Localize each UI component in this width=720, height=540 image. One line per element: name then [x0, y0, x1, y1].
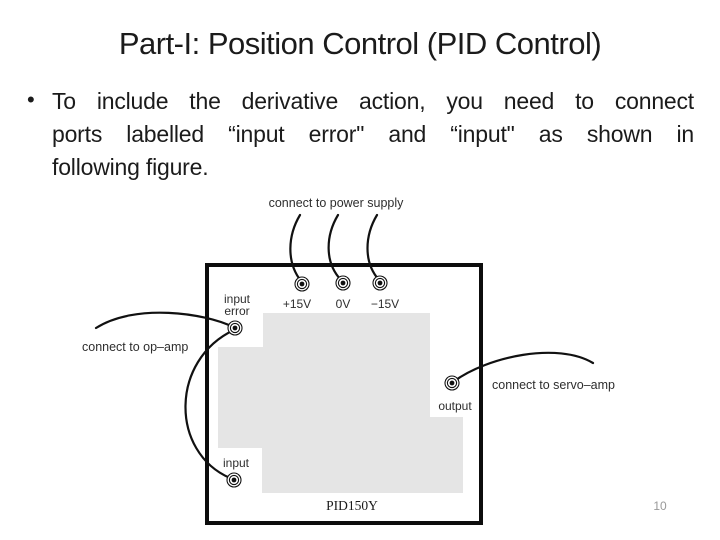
pcb-area [218, 313, 463, 493]
plus15-port-icon [294, 276, 310, 292]
output-label: output [438, 399, 472, 413]
device-model-label: PID150Y [326, 498, 378, 513]
input-port-icon [226, 472, 242, 488]
zero-volt-label: 0V [336, 297, 351, 311]
power-wire-plus15 [289, 213, 303, 283]
body-line-2: ports labelled “input error" and “input"… [52, 121, 694, 147]
output-port-icon [444, 375, 460, 391]
input-error-to-input-wire [184, 328, 236, 480]
body-line-1: To include the derivative action, you ne… [52, 88, 694, 114]
input-label: input [223, 456, 250, 470]
minus15-port-icon [372, 275, 388, 291]
plus15-label: +15V [283, 297, 311, 311]
input-error-label-line1: input [224, 292, 251, 306]
power-wire-zero [327, 213, 343, 282]
bullet-marker: • [27, 87, 35, 112]
servo-amp-wire [451, 351, 595, 384]
page-number: 10 [653, 499, 667, 513]
power-wire-minus15 [366, 213, 381, 282]
body-line-3: following figure. [52, 154, 209, 180]
input-error-port-icon [227, 320, 243, 336]
servo-amp-annotation: connect to servo–amp [492, 378, 615, 392]
body-text: To include the derivative action, you ne… [52, 85, 694, 184]
op-amp-wire [94, 311, 235, 330]
minus15-label: −15V [371, 297, 399, 311]
slide-title: Part-I: Position Control (PID Control) [118, 26, 602, 61]
power-supply-annotation: connect to power supply [269, 196, 405, 210]
zero-volt-port-icon [335, 275, 351, 291]
input-error-label-line2: error [224, 304, 249, 318]
op-amp-annotation: connect to op–amp [82, 340, 188, 354]
